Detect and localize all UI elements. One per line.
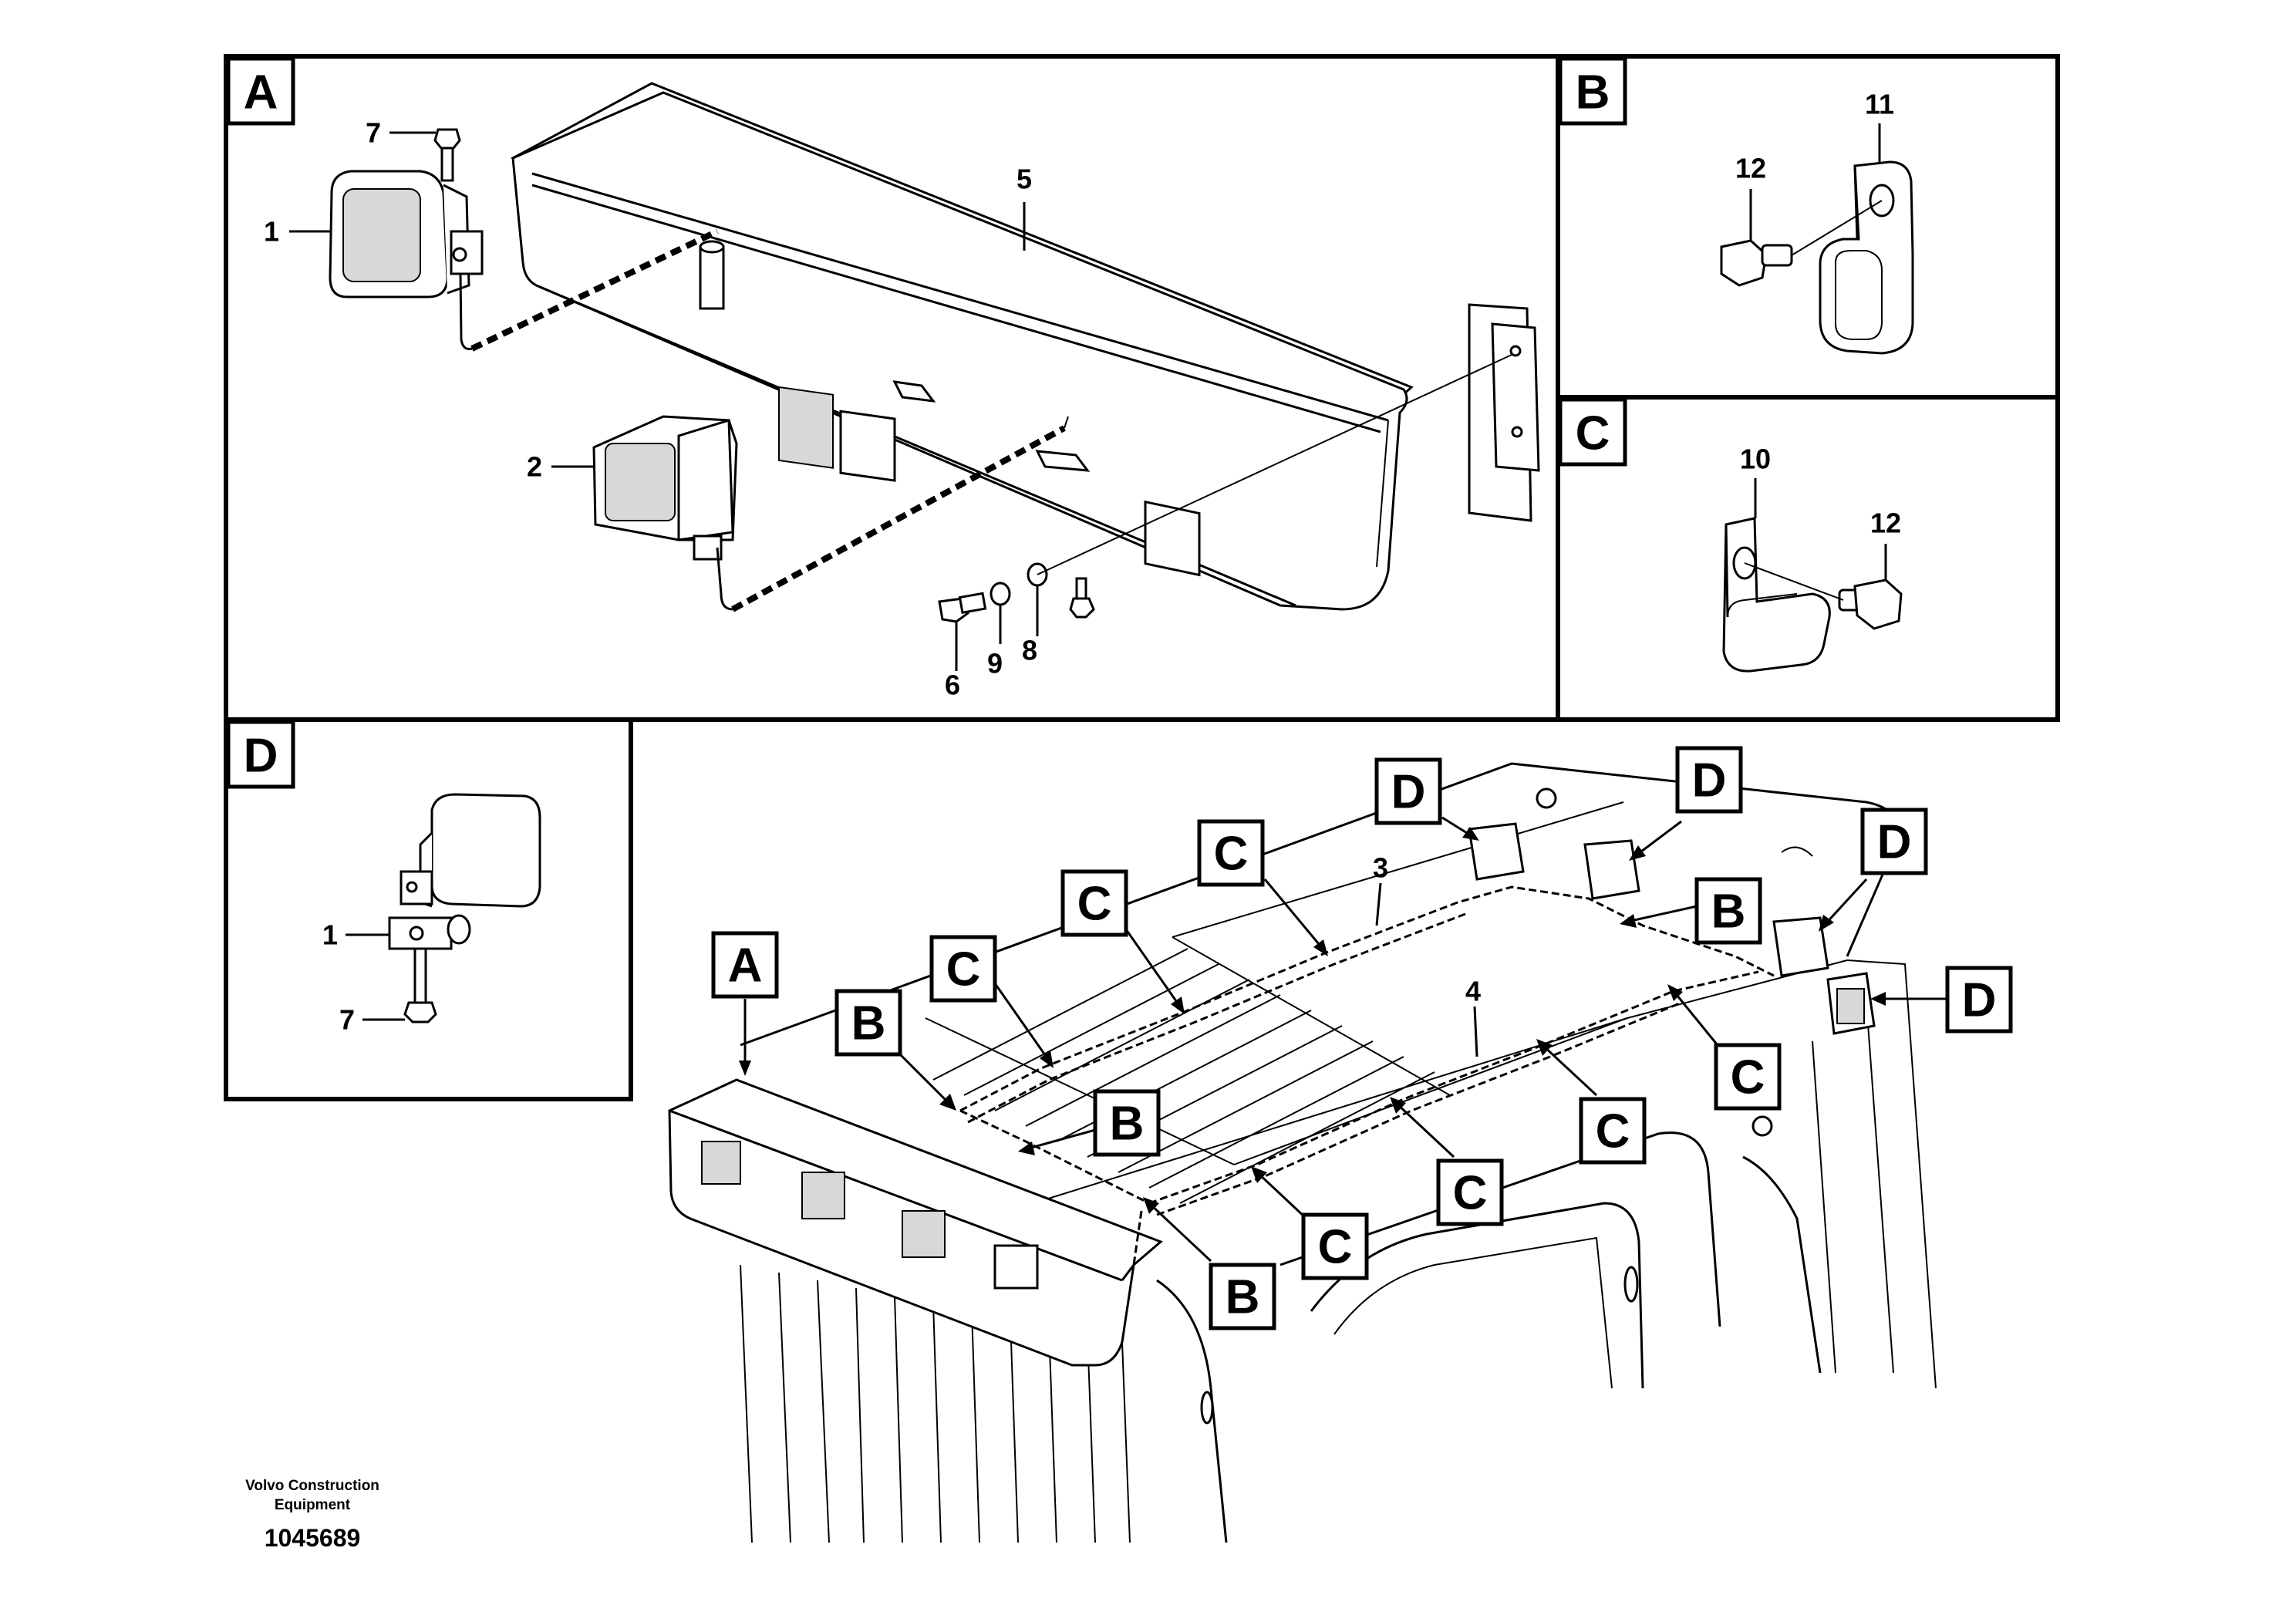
svg-text:D: D bbox=[244, 730, 278, 783]
callout-a: A bbox=[711, 931, 779, 1076]
panel-label-b: B bbox=[1558, 56, 1627, 126]
footer-company-line1: Volvo Construction bbox=[245, 1478, 379, 1494]
overview-light-bar bbox=[668, 1078, 1163, 1367]
bolt-7-a bbox=[433, 128, 461, 182]
overview-lamp-d3 bbox=[1772, 916, 1829, 977]
callout-b4: B bbox=[1620, 877, 1762, 945]
wire-dashed-2 bbox=[731, 425, 1066, 612]
svg-text:D: D bbox=[1692, 754, 1727, 808]
bolt-6 bbox=[938, 592, 987, 623]
label-12-b: 12 bbox=[1735, 153, 1766, 184]
label-6: 6 bbox=[945, 669, 960, 701]
svg-text:C: C bbox=[946, 943, 981, 996]
panel-label-c: C bbox=[1558, 397, 1627, 467]
svg-text:B: B bbox=[1226, 1271, 1260, 1324]
screw-small bbox=[1069, 577, 1095, 619]
callout-c7: C bbox=[1667, 984, 1782, 1111]
callout-c4: C bbox=[1251, 1166, 1369, 1280]
callout-c6: C bbox=[1536, 1039, 1647, 1165]
callout-d3: D bbox=[1819, 808, 1928, 932]
svg-text:C: C bbox=[1077, 878, 1112, 931]
clip-11 bbox=[1819, 160, 1914, 355]
panel-b-frame bbox=[1556, 54, 2060, 400]
fastener-axis-line bbox=[1037, 354, 1512, 575]
label-2: 2 bbox=[527, 451, 542, 483]
svg-text:D: D bbox=[1962, 974, 1997, 1027]
label-12-c: 12 bbox=[1870, 508, 1901, 539]
callout-c2: C bbox=[1060, 869, 1185, 1014]
callout-c3: C bbox=[1197, 819, 1328, 956]
svg-text:B: B bbox=[851, 997, 886, 1050]
svg-text:C: C bbox=[1596, 1105, 1630, 1158]
footer-drawing-number: 1045689 bbox=[265, 1524, 361, 1552]
harness-4 bbox=[1148, 970, 1759, 1205]
leader-4 bbox=[1473, 1006, 1478, 1057]
harness-4-parallel bbox=[1156, 1001, 1682, 1216]
label-9: 9 bbox=[987, 648, 1003, 679]
callout-b1: B bbox=[834, 989, 956, 1111]
callout-c5: C bbox=[1390, 1097, 1504, 1226]
label-5: 5 bbox=[1017, 164, 1032, 195]
label-11: 11 bbox=[1865, 89, 1894, 120]
bolt-12-b-axis bbox=[1791, 200, 1883, 256]
svg-text:C: C bbox=[1453, 1167, 1488, 1220]
panel-label-a: A bbox=[226, 56, 295, 126]
svg-text:C: C bbox=[1731, 1051, 1765, 1104]
work-lamp-d bbox=[388, 793, 541, 950]
label-7-d: 7 bbox=[339, 1004, 355, 1036]
label-8: 8 bbox=[1022, 635, 1037, 666]
svg-text:C: C bbox=[1214, 828, 1249, 881]
callout-c1: C bbox=[929, 935, 1054, 1068]
callout-d1: D bbox=[1374, 757, 1479, 841]
light-bar-housing bbox=[511, 82, 1414, 611]
label-4: 4 bbox=[1465, 976, 1481, 1007]
work-lamp-1 bbox=[329, 170, 484, 350]
svg-text:C: C bbox=[1318, 1221, 1353, 1274]
harness-drop bbox=[1132, 1210, 1143, 1266]
panel-d-frame bbox=[224, 717, 633, 1101]
callout-b2: B bbox=[1018, 1089, 1161, 1157]
label-1-a: 1 bbox=[264, 216, 279, 248]
svg-text:A: A bbox=[244, 66, 278, 120]
clip-10 bbox=[1722, 517, 1831, 673]
label-7-a: 7 bbox=[366, 117, 381, 149]
svg-text:B: B bbox=[1110, 1098, 1145, 1151]
panel-c-frame bbox=[1556, 395, 2060, 722]
work-lamp-2 bbox=[592, 415, 738, 611]
svg-text:C: C bbox=[1576, 407, 1610, 460]
callout-d2: D bbox=[1629, 746, 1743, 861]
washer-9 bbox=[990, 582, 1011, 606]
callout-d4: D bbox=[1870, 966, 2013, 1034]
bolt-12-c-axis bbox=[1744, 562, 1844, 601]
callout-b3: B bbox=[1143, 1197, 1276, 1330]
svg-text:D: D bbox=[1391, 766, 1426, 819]
mounting-plate bbox=[1468, 303, 1540, 522]
bolt-12-c bbox=[1838, 578, 1903, 630]
label-3: 3 bbox=[1373, 852, 1388, 884]
bolt-12-b bbox=[1720, 239, 1793, 287]
harness-3-parallel bbox=[967, 912, 1466, 1124]
cab-roof bbox=[740, 762, 1937, 1543]
leader-3 bbox=[1375, 882, 1382, 926]
overview-lamp-d2 bbox=[1583, 839, 1640, 900]
footer-company-line2: Equipment bbox=[275, 1497, 351, 1513]
harness-3 bbox=[959, 885, 1775, 1112]
wire-end-2 bbox=[1064, 416, 1069, 429]
overview-lamp-d4 bbox=[1826, 972, 1876, 1035]
svg-text:B: B bbox=[1711, 885, 1746, 939]
svg-text:B: B bbox=[1576, 66, 1610, 120]
harness-cross bbox=[959, 1109, 1150, 1205]
wire-dashed-1 bbox=[470, 228, 719, 352]
panel-label-d: D bbox=[226, 720, 295, 789]
svg-text:D: D bbox=[1877, 816, 1912, 869]
label-1-d: 1 bbox=[322, 919, 338, 951]
svg-text:A: A bbox=[728, 939, 763, 993]
overview-lamp-d1 bbox=[1468, 822, 1525, 881]
label-10: 10 bbox=[1740, 443, 1771, 475]
bolt-7-d bbox=[403, 947, 437, 1023]
